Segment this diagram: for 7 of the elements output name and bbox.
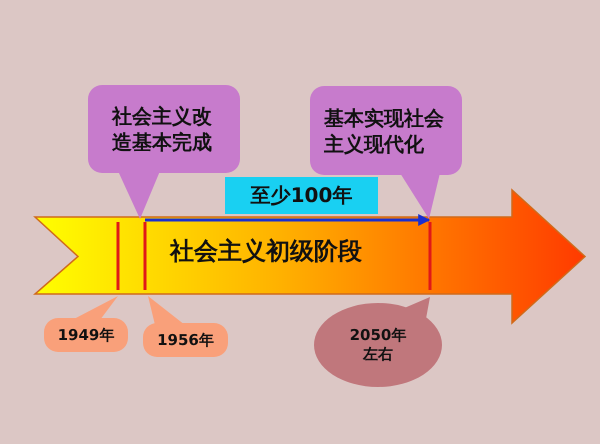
duration-label: 至少100年 [250, 182, 352, 209]
year-label: 2050年左右 [348, 326, 408, 364]
callout-text: 基本实现社会主义现代化 [324, 104, 445, 156]
year-label: 1949年 [58, 326, 114, 344]
stage-label: 社会主义初级阶段 [170, 236, 362, 267]
callout-text: 社会主义改造基本完成 [112, 103, 213, 155]
year-label: 1956年 [157, 330, 214, 350]
